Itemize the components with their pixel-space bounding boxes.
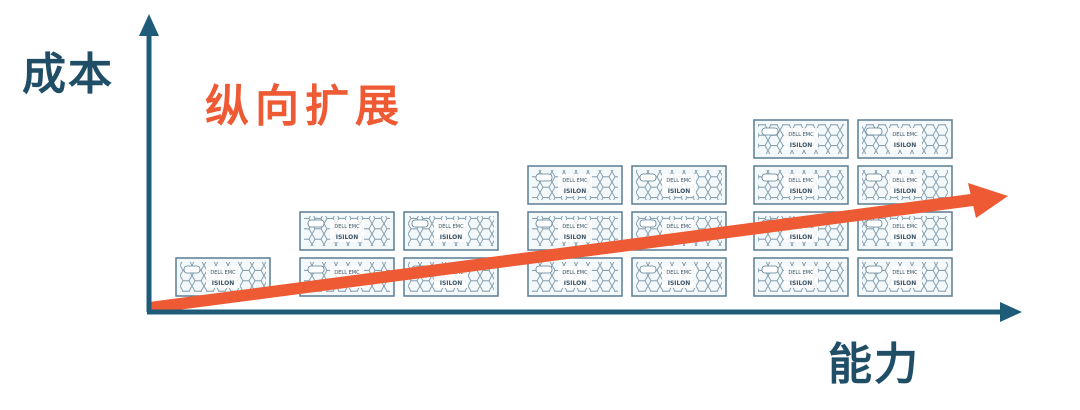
server-badge-plate [784, 128, 818, 150]
server-brand-text: DELL EMC [788, 178, 814, 184]
server-unit: DELL EMC ISILON [631, 165, 727, 205]
server-model-text: ISILON [440, 234, 463, 241]
server-bezel-oval [535, 219, 553, 228]
server-bezel-oval [639, 219, 657, 228]
server-brand-text: DELL EMC [562, 178, 588, 184]
server-badge-plate [206, 266, 240, 288]
server-bezel-oval [639, 265, 657, 274]
server-unit: DELL EMC ISILON [857, 257, 953, 297]
server-badge-plate [888, 266, 922, 288]
server-bezel-oval [865, 127, 883, 136]
server-brand-text: DELL EMC [562, 270, 588, 276]
server-unit: DELL EMC ISILON [527, 165, 623, 205]
server-bezel-oval [183, 265, 201, 274]
server-brand-text: DELL EMC [334, 270, 360, 276]
server-brand-text: DELL EMC [666, 270, 692, 276]
server-badge-plate [558, 266, 592, 288]
server-badge-plate [784, 174, 818, 196]
server-model-text: ISILON [564, 234, 587, 241]
server-brand-text: DELL EMC [892, 270, 918, 276]
server-model-text: ISILON [894, 188, 917, 195]
server-brand-text: DELL EMC [210, 270, 236, 276]
server-model-text: ISILON [564, 188, 587, 195]
server-brand-text: DELL EMC [562, 224, 588, 230]
server-badge-plate [662, 266, 696, 288]
server-brand-text: DELL EMC [892, 132, 918, 138]
server-badge-plate [784, 266, 818, 288]
server-bezel-oval [761, 173, 779, 182]
server-badge-plate [888, 128, 922, 150]
server-unit: DELL EMC ISILON [857, 119, 953, 159]
server-model-text: ISILON [790, 142, 813, 149]
server-model-text: ISILON [790, 234, 813, 241]
server-badge-plate [330, 220, 364, 242]
server-bezel-oval [535, 173, 553, 182]
server-model-text: ISILON [894, 234, 917, 241]
server-unit: DELL EMC ISILON [753, 257, 849, 297]
server-badge-plate [662, 174, 696, 196]
server-model-text: ISILON [212, 280, 235, 287]
server-brand-text: DELL EMC [892, 178, 918, 184]
y-axis [139, 14, 159, 312]
server-bezel-oval [761, 127, 779, 136]
server-stack-7: DELL EMC ISILON DELL EMC ISILON DELL EMC ISIL… [857, 119, 953, 297]
server-brand-text: DELL EMC [666, 178, 692, 184]
server-model-text: ISILON [790, 188, 813, 195]
server-model-text: ISILON [668, 280, 691, 287]
server-unit: DELL EMC ISILON [299, 211, 395, 251]
server-unit: DELL EMC ISILON [631, 257, 727, 297]
server-bezel-oval [761, 265, 779, 274]
server-unit: DELL EMC ISILON [527, 257, 623, 297]
server-model-text: ISILON [894, 280, 917, 287]
server-bezel-oval [411, 219, 429, 228]
x-axis [147, 302, 1022, 322]
server-model-text: ISILON [336, 234, 359, 241]
server-unit: DELL EMC ISILON [857, 211, 953, 251]
server-brand-text: DELL EMC [666, 224, 692, 230]
server-model-text: ISILON [894, 142, 917, 149]
x-axis-label: 能力 [828, 339, 920, 390]
server-unit: DELL EMC ISILON [753, 165, 849, 205]
server-unit: DELL EMC ISILON [857, 165, 953, 205]
server-bezel-oval [865, 173, 883, 182]
server-brand-text: DELL EMC [334, 224, 360, 230]
server-brand-text: DELL EMC [788, 270, 814, 276]
server-bezel-oval [865, 265, 883, 274]
server-badge-plate [558, 220, 592, 242]
diagram-title: 纵向扩展 [205, 81, 405, 132]
y-axis-label: 成本 [22, 49, 114, 100]
server-bezel-oval [307, 265, 325, 274]
server-stack-1: DELL EMC ISILON [175, 257, 271, 297]
server-badge-plate [888, 220, 922, 242]
server-bezel-oval [865, 219, 883, 228]
server-stack-4: DELL EMC ISILON DELL EMC ISILON DELL EMC ISIL… [527, 165, 623, 297]
cost-capability-trend-arrow [147, 183, 1008, 314]
server-stacks: DELL EMC ISILON DELL EMC ISILON DELL EMC ISIL… [175, 119, 953, 297]
y-axis-arrowhead [139, 14, 159, 36]
server-bezel-oval [535, 265, 553, 274]
server-badge-plate [558, 174, 592, 196]
server-bezel-oval [307, 219, 325, 228]
server-model-text: ISILON [564, 280, 587, 287]
server-badge-plate [434, 220, 468, 242]
server-brand-text: DELL EMC [438, 224, 464, 230]
server-model-text: ISILON [440, 280, 463, 287]
server-model-text: ISILON [790, 280, 813, 287]
server-unit: DELL EMC ISILON [403, 211, 499, 251]
server-brand-text: DELL EMC [788, 132, 814, 138]
server-badge-plate [888, 174, 922, 196]
server-unit: DELL EMC ISILON [175, 257, 271, 297]
server-brand-text: DELL EMC [892, 224, 918, 230]
server-unit: DELL EMC ISILON [527, 211, 623, 251]
server-bezel-oval [639, 173, 657, 182]
x-axis-arrowhead [1000, 302, 1022, 322]
server-unit: DELL EMC ISILON [753, 119, 849, 159]
server-model-text: ISILON [668, 188, 691, 195]
server-stack-6: DELL EMC ISILON DELL EMC ISILON DELL EMC ISIL… [753, 119, 849, 297]
